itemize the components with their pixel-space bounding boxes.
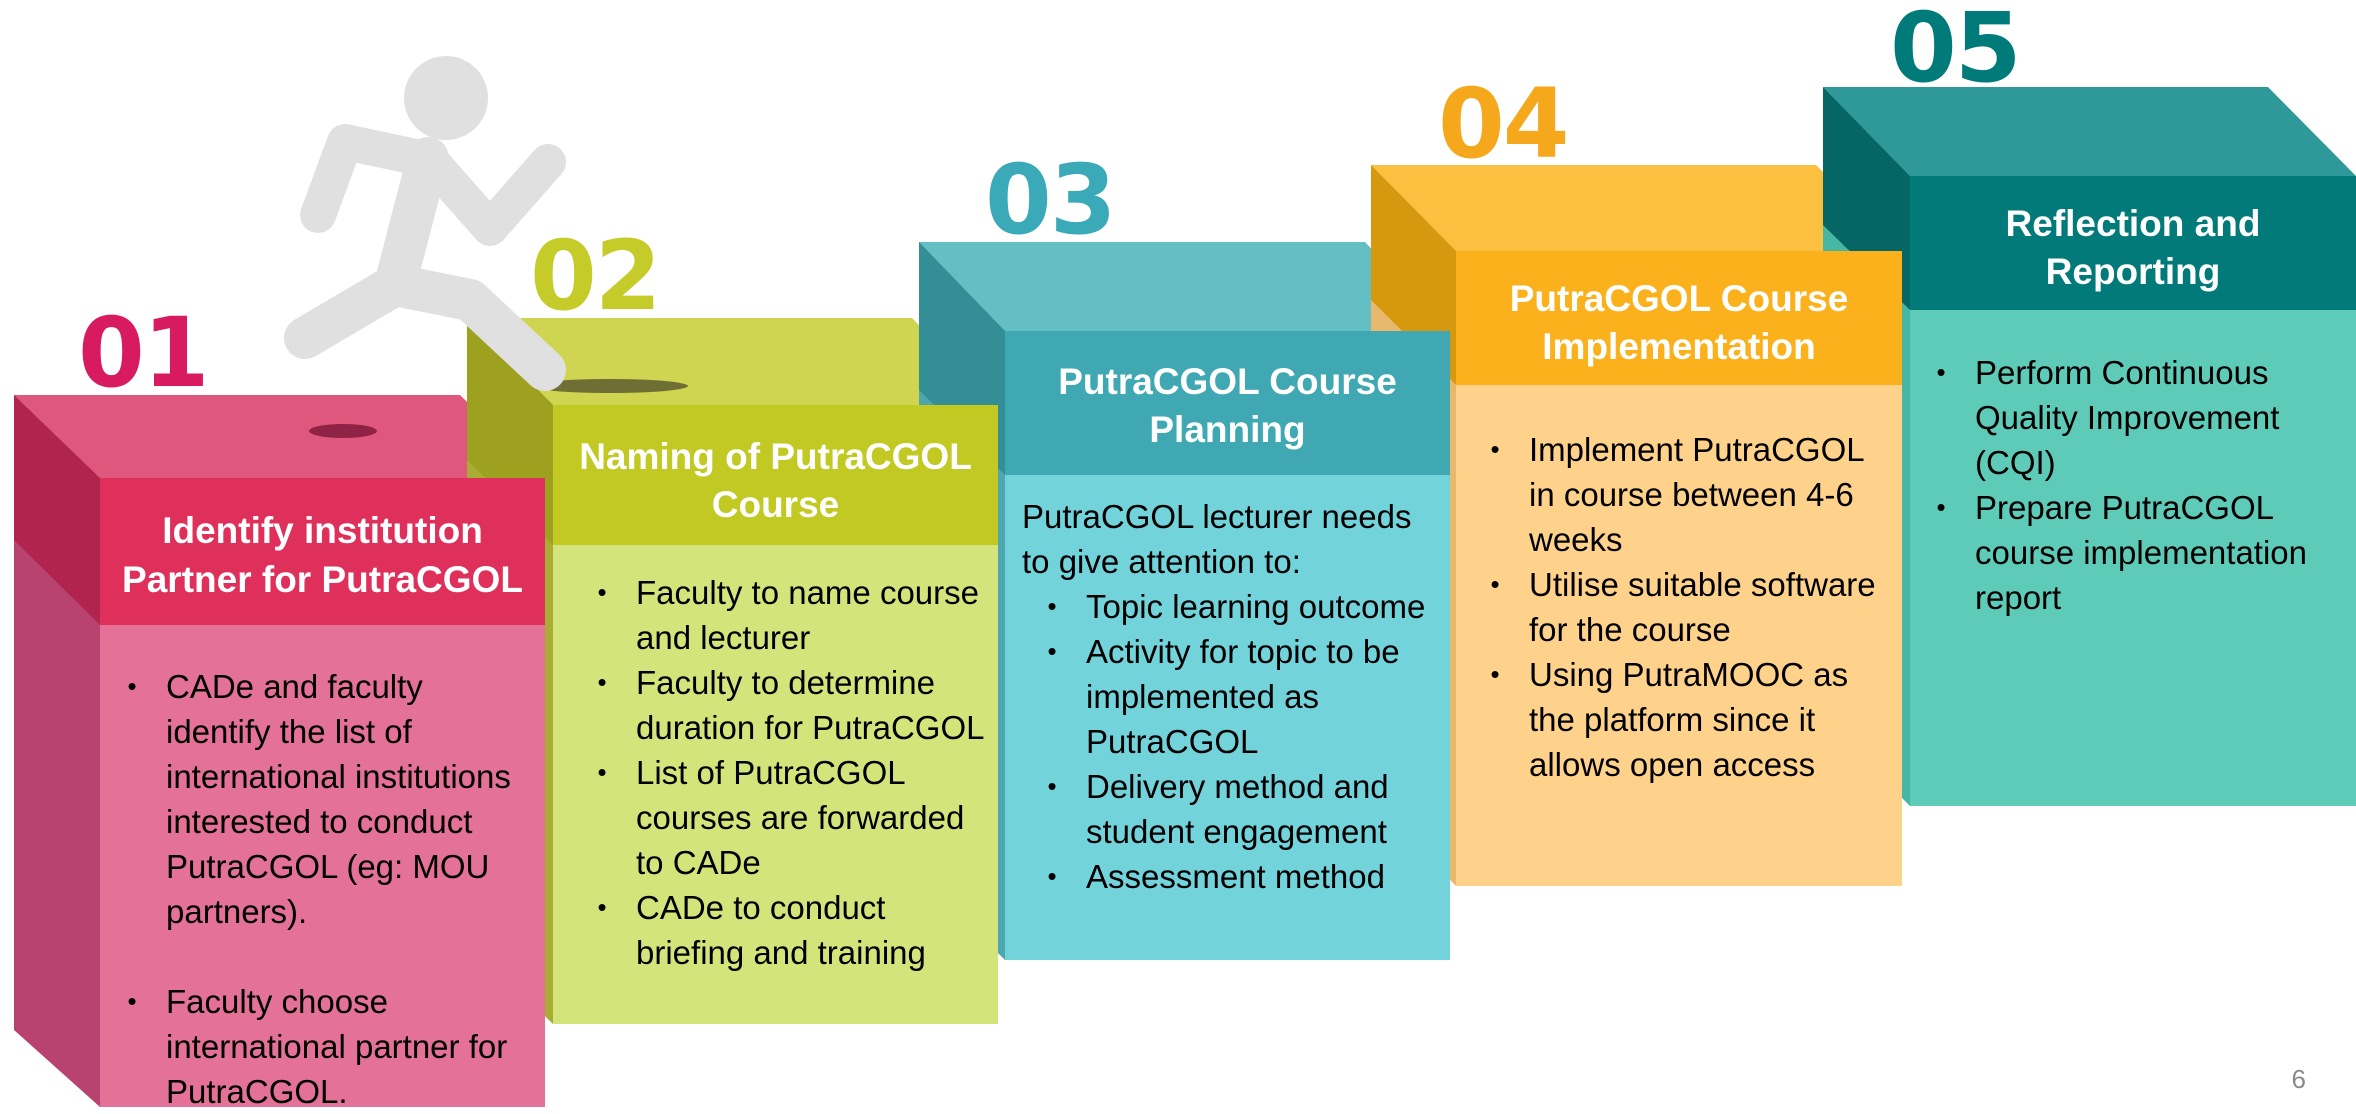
step-3-number: 03: [985, 144, 1117, 256]
step-1-bullet: Faculty choose international partner for…: [120, 979, 535, 1114]
step-2-body: Faculty to name course and lecturer Facu…: [590, 570, 990, 975]
step-2-bullet: Faculty to name course and lecturer: [590, 570, 990, 660]
step-4-header-bg: [1456, 251, 1902, 385]
step-1-box: [14, 395, 545, 1107]
step-3-intro: PutraCGOL lecturer needs to give attenti…: [1022, 498, 1412, 580]
step-4-bullet: Using PutraMOOC as the platform since it…: [1483, 652, 1898, 787]
step-3-title: PutraCGOL Course Planning: [1058, 360, 1397, 450]
step-1-number: 01: [78, 297, 210, 409]
step-2-bullet: List of PutraCGOL courses are forwarded …: [590, 750, 990, 885]
step-3-bullet: Topic learning outcome: [1040, 584, 1447, 629]
step-4-bullet: Implement PutraCGOL in course between 4-…: [1483, 427, 1898, 562]
step-4-bullet: Utilise suitable software for the course: [1483, 562, 1898, 652]
running-person-icon: [284, 56, 566, 391]
step-4-title: PutraCGOL Course Implementation: [1509, 277, 1849, 367]
page-number: 6: [2291, 1064, 2306, 1094]
step-3-bullet: Activity for topic to be implemented as …: [1040, 629, 1447, 764]
step-5-number: 05: [1890, 0, 2022, 104]
step-5-bullet: Perform Continuous Quality Improvement (…: [1929, 350, 2349, 485]
step-3-bullet: Assessment method: [1040, 854, 1447, 899]
step-4-body: Implement PutraCGOL in course between 4-…: [1483, 427, 1898, 787]
step-1-title: Identify institution Partner for PutraCG…: [122, 510, 523, 600]
step-2-number: 02: [530, 220, 662, 332]
step-3-body: PutraCGOL lecturer needs to give attenti…: [1022, 494, 1447, 899]
step-1-body: CADe and faculty identify the list of in…: [120, 664, 535, 1114]
step-2-bullet: CADe to conduct briefing and training: [590, 885, 990, 975]
step-1-header-bg: [100, 478, 545, 625]
step-4-number: 04: [1438, 68, 1570, 180]
step-2-title: Naming of PutraCGOL Course: [579, 435, 972, 525]
step-2-header-bg: [553, 405, 998, 545]
step-2-bullet: Faculty to determine duration for PutraC…: [590, 660, 990, 750]
step-5-title: Reflection and Reporting: [2005, 202, 2261, 292]
step-1-bullet: CADe and faculty identify the list of in…: [120, 664, 535, 934]
step-5-body: Perform Continuous Quality Improvement (…: [1929, 350, 2349, 620]
step-5-bullet: Prepare PutraCGOL course implementation …: [1929, 485, 2349, 620]
step-3-header-bg: [1005, 331, 1450, 475]
step-3-bullet: Delivery method and student engagement: [1040, 764, 1447, 854]
step-5-header-bg: [1910, 176, 2356, 310]
